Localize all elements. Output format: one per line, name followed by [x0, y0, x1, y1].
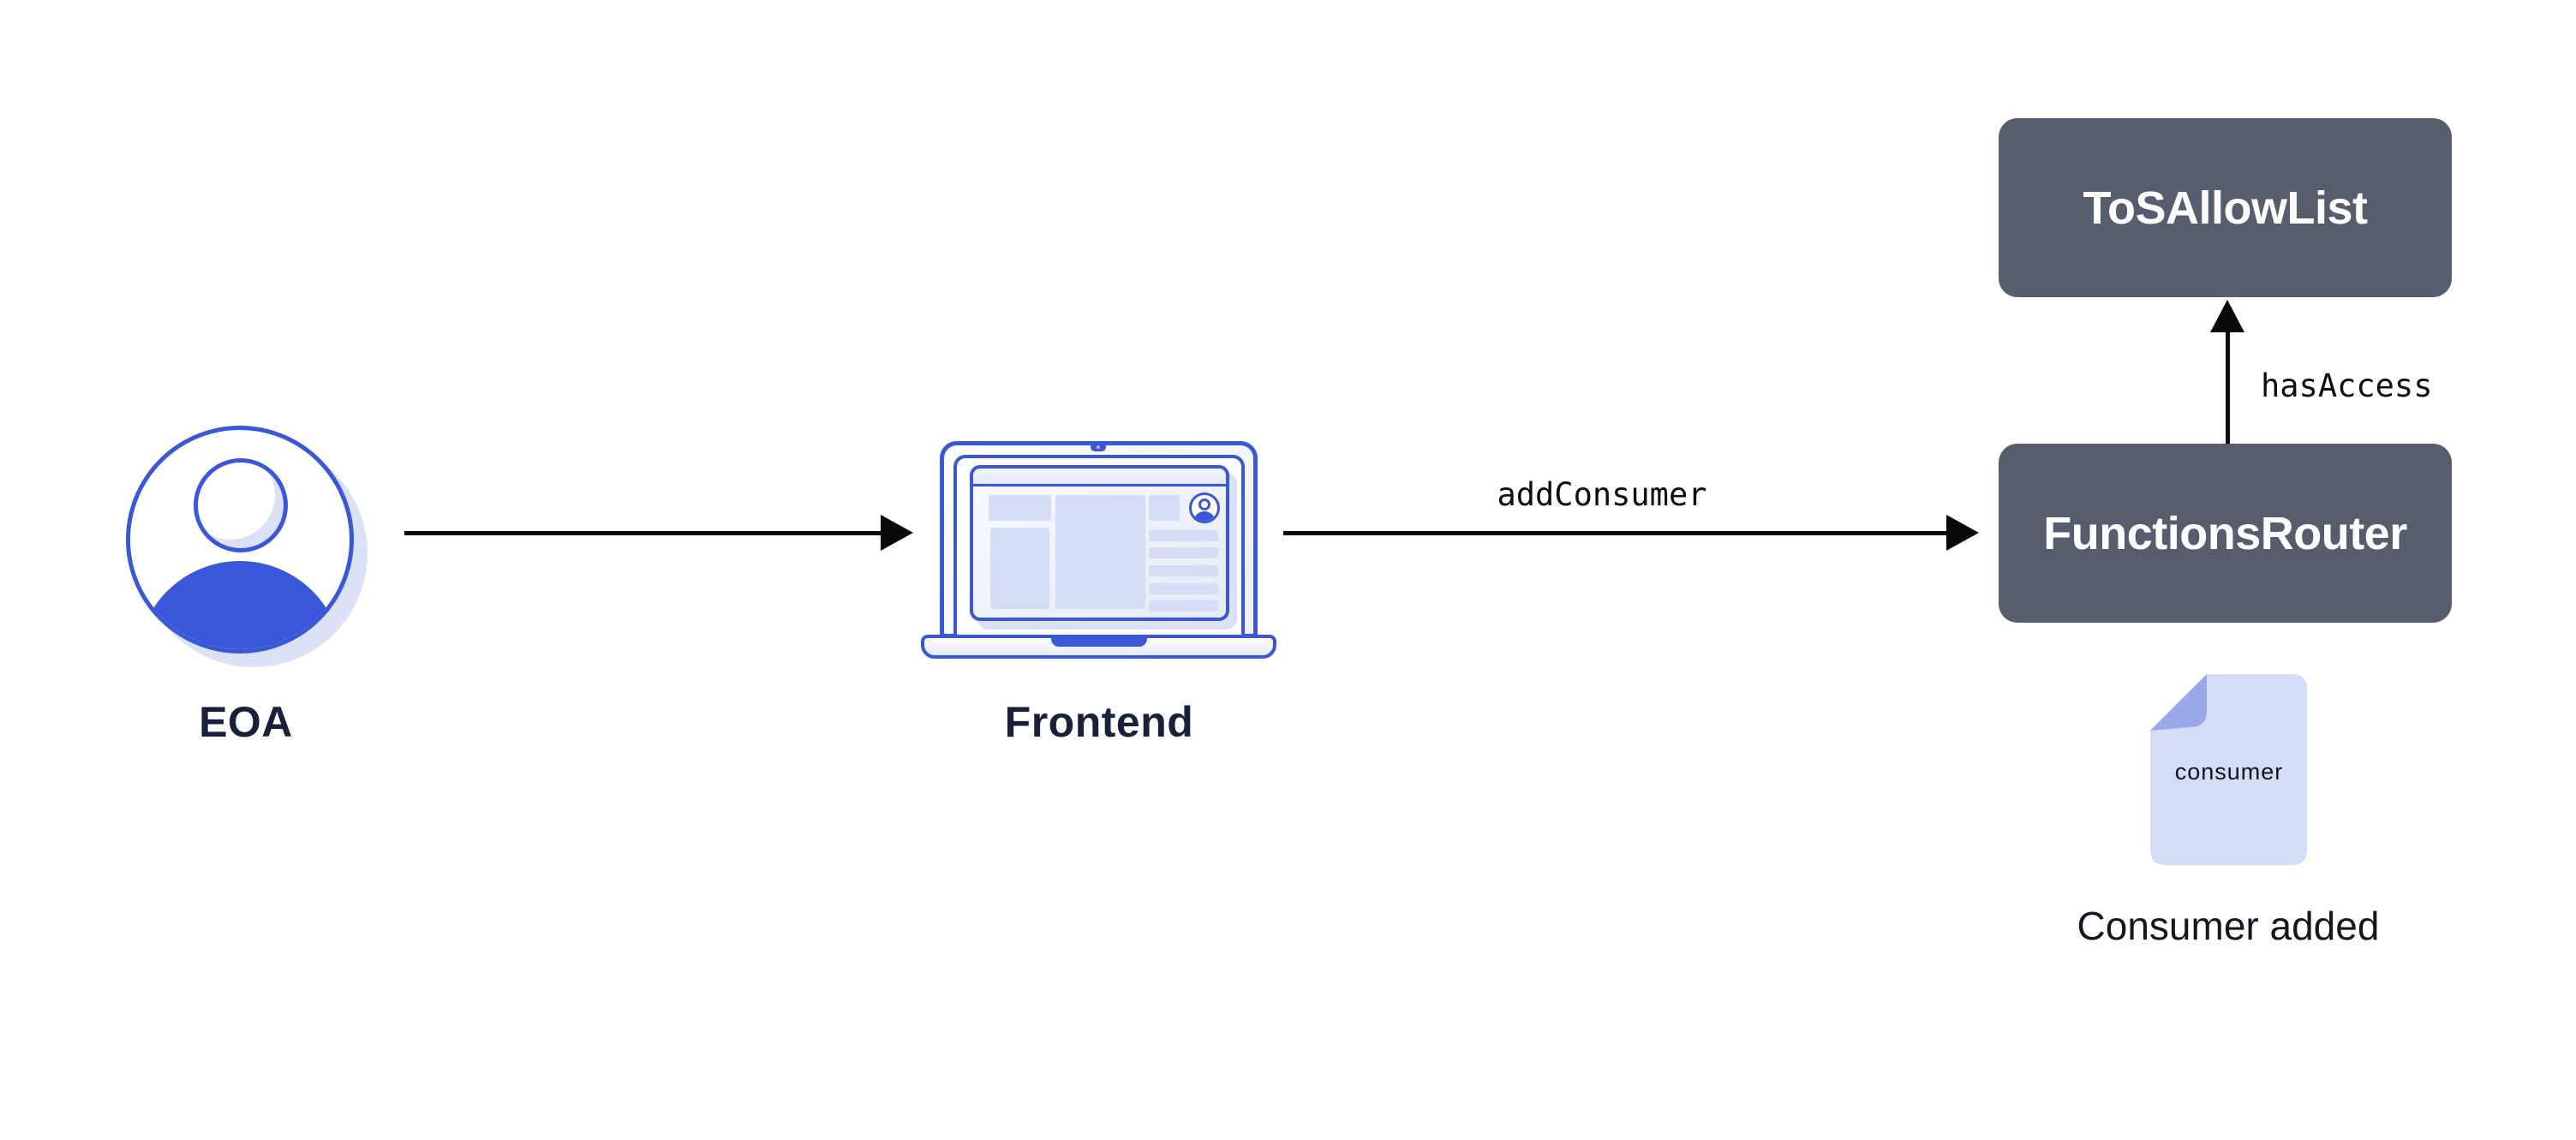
laptop-webcam	[1091, 443, 1106, 451]
consumer-added-caption: Consumer added	[2077, 904, 2380, 948]
frontend-label: Frontend	[1004, 698, 1194, 746]
user-icon-head-highlight	[198, 463, 275, 540]
document-fold	[2150, 674, 2207, 731]
avatar-shoulders	[1193, 511, 1216, 521]
node-functionsrouter: FunctionsRouter	[1999, 444, 2452, 623]
eoa-label: EOA	[199, 698, 293, 746]
document-icon: consumer	[2150, 674, 2307, 865]
browser-list-row	[1149, 530, 1218, 541]
user-icon-shoulders	[137, 561, 343, 649]
browser-panel	[1055, 495, 1145, 609]
edge-frontend-router-line	[1283, 531, 1947, 535]
user-icon-head	[194, 458, 288, 552]
browser-list-row	[1149, 547, 1218, 558]
browser-panel	[990, 528, 1049, 609]
arrow-right-icon	[881, 515, 913, 551]
user-icon	[126, 426, 354, 654]
functionsrouter-label: FunctionsRouter	[2043, 507, 2407, 559]
browser-window	[970, 465, 1229, 621]
arrow-up-icon	[2210, 300, 2244, 332]
edge-router-allowlist-line	[2226, 331, 2230, 444]
arrow-right-icon	[1946, 515, 1979, 551]
node-tosallowlist: ToSAllowList	[1999, 118, 2452, 297]
avatar-icon	[1189, 492, 1220, 523]
browser-list-row	[1149, 600, 1218, 612]
edge-label-addconsumer: addConsumer	[1497, 476, 1707, 513]
browser-list-row	[1149, 565, 1218, 576]
browser-panel	[1149, 495, 1180, 521]
avatar-head	[1198, 498, 1210, 510]
browser-header-bar	[973, 469, 1226, 486]
edge-label-hasaccess: hasAccess	[2261, 367, 2433, 404]
document-file-label: consumer	[2175, 759, 2284, 785]
edge-eoa-frontend-line	[404, 531, 881, 535]
laptop-notch	[1051, 635, 1147, 647]
laptop-webcam-dot	[1097, 445, 1100, 449]
browser-list-row	[1149, 583, 1218, 594]
tosallowlist-label: ToSAllowList	[2083, 182, 2368, 234]
browser-panel	[989, 495, 1051, 521]
